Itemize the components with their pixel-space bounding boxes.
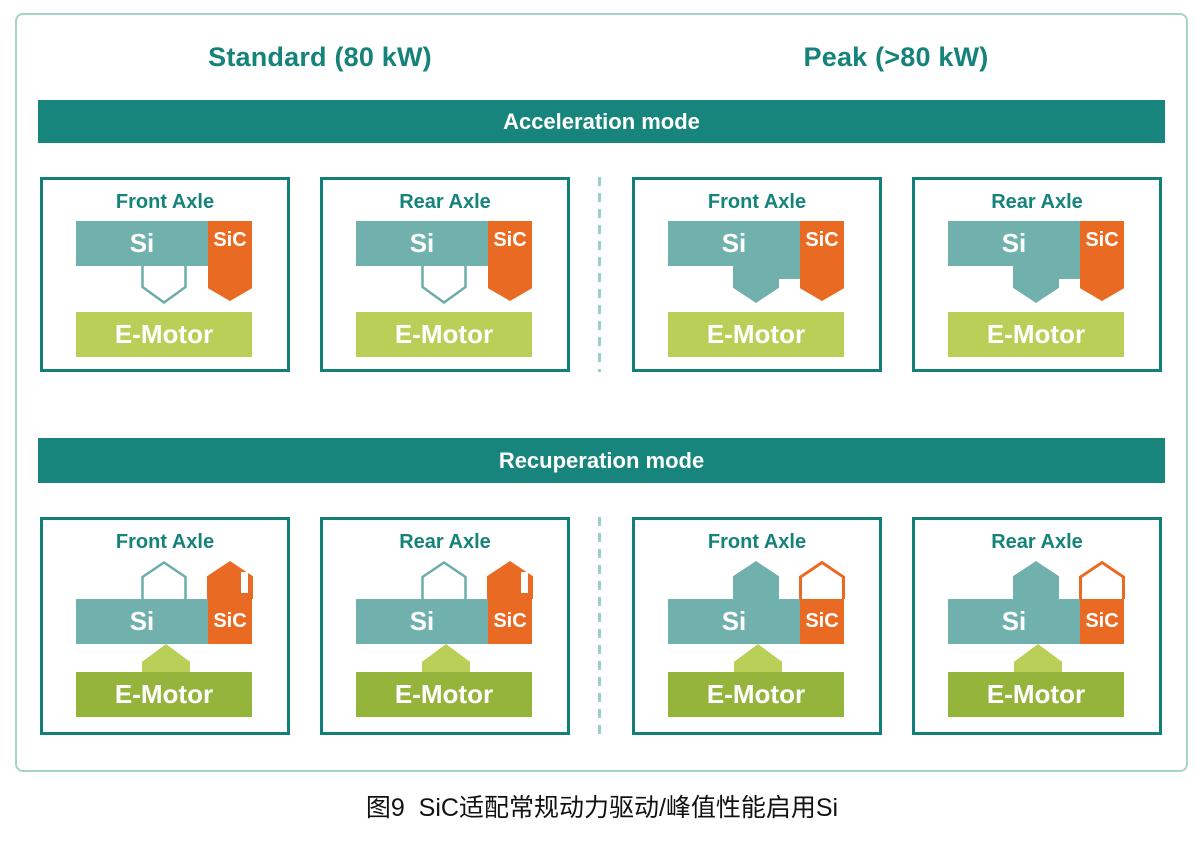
si-inverter-block: Si bbox=[356, 599, 488, 644]
si-inactive-arrow-icon bbox=[141, 266, 187, 304]
sic-label: SiC bbox=[493, 610, 527, 632]
si-inverter-block: Si bbox=[76, 599, 208, 644]
emotor-block: E-Motor bbox=[668, 672, 844, 717]
standard-peak-divider bbox=[598, 177, 601, 372]
axle-title: Rear Axle bbox=[399, 191, 491, 213]
acceleration-mode-banner: Acceleration mode bbox=[38, 100, 1165, 143]
recuperation-mode-banner: Recuperation mode bbox=[38, 438, 1165, 483]
sic-inverter-block: SiC bbox=[800, 599, 844, 644]
column-header-standard: Standard (80 kW) bbox=[208, 42, 432, 72]
axle-title: Rear Axle bbox=[991, 531, 1083, 553]
si-label: Si bbox=[129, 606, 155, 636]
si-inactive-arrow-icon bbox=[141, 561, 187, 599]
si-inverter-block: Si bbox=[356, 221, 488, 266]
si-inverter-block: Si bbox=[668, 599, 800, 644]
emotor-up-arrow-icon bbox=[422, 644, 470, 672]
emotor-label: E-Motor bbox=[706, 319, 806, 349]
sic-label: SiC bbox=[1085, 229, 1119, 251]
axle-box-recup-standard-front: Front Axle Si SiC E-Motor bbox=[40, 517, 290, 735]
sic-active-up-arrow-icon bbox=[487, 561, 533, 599]
axle-title: Rear Axle bbox=[991, 191, 1083, 213]
sic-active-down-arrow-icon: SiC bbox=[208, 221, 252, 301]
axle-title: Front Axle bbox=[115, 191, 215, 213]
emotor-block: E-Motor bbox=[948, 312, 1124, 357]
sic-label: SiC bbox=[805, 229, 839, 251]
si-label: Si bbox=[409, 606, 435, 636]
emotor-block: E-Motor bbox=[356, 672, 532, 717]
axle-box-recup-standard-rear: Rear Axle Si SiC E-Motor bbox=[320, 517, 570, 735]
emotor-label: E-Motor bbox=[394, 679, 494, 709]
emotor-block: E-Motor bbox=[76, 672, 252, 717]
si-label: Si bbox=[1001, 606, 1027, 636]
axle-box-accel-peak-front: Front Axle Si SiC E-Motor bbox=[632, 177, 882, 372]
si-inverter-block: Si bbox=[948, 599, 1080, 644]
emotor-label: E-Motor bbox=[394, 319, 494, 349]
axle-box-recup-peak-rear: Rear Axle Si SiC E-Motor bbox=[912, 517, 1162, 735]
emotor-label: E-Motor bbox=[706, 679, 806, 709]
emotor-label: E-Motor bbox=[114, 319, 214, 349]
sic-label: SiC bbox=[213, 610, 247, 632]
emotor-block: E-Motor bbox=[668, 312, 844, 357]
emotor-label: E-Motor bbox=[986, 679, 1086, 709]
sic-label: SiC bbox=[493, 229, 527, 251]
axle-box-accel-standard-front: Front Axle Si SiC E-Motor bbox=[40, 177, 290, 372]
standard-peak-divider bbox=[598, 517, 601, 735]
outer-frame bbox=[15, 13, 1188, 772]
emotor-label: E-Motor bbox=[114, 679, 214, 709]
sic-label: SiC bbox=[213, 229, 247, 251]
si-active-up-arrow-icon bbox=[1013, 561, 1059, 599]
emotor-block: E-Motor bbox=[76, 312, 252, 357]
emotor-label: E-Motor bbox=[986, 319, 1086, 349]
axle-box-accel-standard-rear: Rear Axle Si SiC E-Motor bbox=[320, 177, 570, 372]
column-header-peak: Peak (>80 kW) bbox=[803, 42, 989, 72]
si-inactive-arrow-icon bbox=[421, 266, 467, 304]
axle-title: Front Axle bbox=[707, 191, 807, 213]
sic-inactive-arrow-icon bbox=[799, 561, 845, 599]
sic-inverter-block: SiC bbox=[1080, 599, 1124, 644]
emotor-up-arrow-icon bbox=[1014, 644, 1062, 672]
si-label: Si bbox=[721, 228, 747, 258]
emotor-block: E-Motor bbox=[356, 312, 532, 357]
si-active-down-arrow-icon bbox=[1013, 265, 1059, 303]
sic-active-up-arrow-icon bbox=[207, 561, 253, 599]
si-label: Si bbox=[409, 228, 435, 258]
emotor-up-arrow-icon bbox=[734, 644, 782, 672]
sic-inverter-block: SiC bbox=[208, 599, 252, 644]
axle-title: Front Axle bbox=[115, 531, 215, 553]
si-active-down-arrow-icon bbox=[733, 265, 779, 303]
sic-inactive-arrow-icon bbox=[1079, 561, 1125, 599]
axle-title: Front Axle bbox=[707, 531, 807, 553]
sic-label: SiC bbox=[805, 610, 839, 632]
emotor-up-arrow-icon bbox=[142, 644, 190, 672]
si-active-up-arrow-icon bbox=[733, 561, 779, 599]
arrow-highlight bbox=[241, 572, 248, 593]
axle-title: Rear Axle bbox=[399, 531, 491, 553]
sic-inverter-block: SiC bbox=[488, 599, 532, 644]
si-label: Si bbox=[129, 228, 155, 258]
axle-box-accel-peak-rear: Rear Axle Si SiC E-Motor bbox=[912, 177, 1162, 372]
sic-label: SiC bbox=[1085, 610, 1119, 632]
figure-caption: 图9 SiC适配常规动力驱动/峰值性能启用Si bbox=[365, 794, 839, 822]
si-inverter-block: Si bbox=[76, 221, 208, 266]
sic-active-down-arrow-icon: SiC bbox=[488, 221, 532, 301]
si-inactive-arrow-icon bbox=[421, 561, 467, 599]
arrow-highlight bbox=[521, 572, 528, 593]
sic-active-down-arrow-icon: SiC bbox=[1080, 221, 1124, 301]
axle-box-recup-peak-front: Front Axle Si SiC E-Motor bbox=[632, 517, 882, 735]
si-inverter-block: Si bbox=[948, 221, 1080, 266]
si-inverter-block: Si bbox=[668, 221, 800, 266]
emotor-block: E-Motor bbox=[948, 672, 1124, 717]
si-label: Si bbox=[721, 606, 747, 636]
si-label: Si bbox=[1001, 228, 1027, 258]
sic-active-down-arrow-icon: SiC bbox=[800, 221, 844, 301]
